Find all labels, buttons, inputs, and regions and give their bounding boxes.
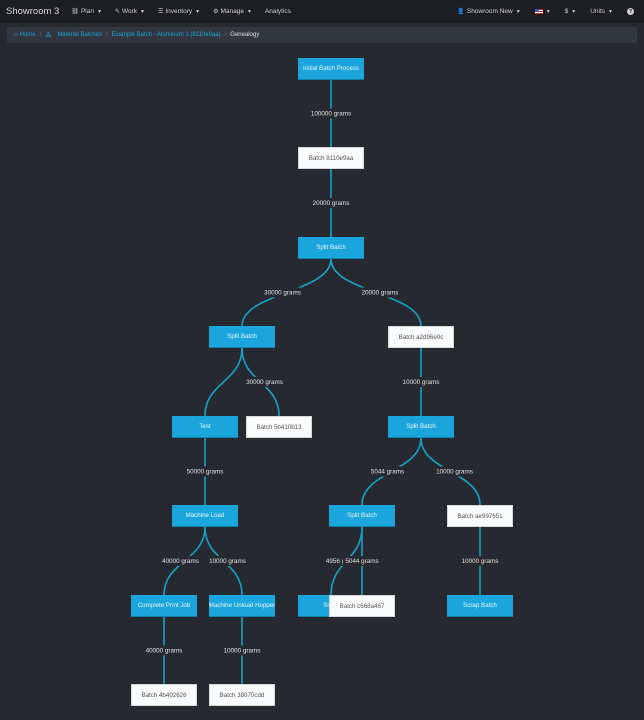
nav-analytics-label: Analytics xyxy=(264,8,291,15)
edge-quantity-label: 40000 grams xyxy=(146,648,183,655)
process-node[interactable]: Split Batch xyxy=(388,416,454,438)
caret-down-icon: ▼ xyxy=(571,8,577,15)
gear-icon: ⚙ xyxy=(213,9,219,15)
caret-down-icon: ▼ xyxy=(608,8,613,15)
edge-label-background xyxy=(184,466,226,477)
us-flag-icon xyxy=(534,9,543,14)
breadcrumb-separator: / xyxy=(106,32,108,38)
batch-node[interactable]: Batch 4b402626 xyxy=(131,684,197,706)
edge-label-background xyxy=(206,556,249,566)
user-name: Showroom New xyxy=(466,8,513,15)
process-node[interactable]: Initial Batch Process xyxy=(298,58,364,80)
process-node[interactable]: Machine Load xyxy=(172,505,238,527)
nav-plan-label: Plan xyxy=(80,8,94,15)
batch-node[interactable]: Batch a2d96e0c xyxy=(388,326,454,348)
edge-label-background xyxy=(323,556,362,566)
user-icon: 👤 xyxy=(457,9,465,15)
breadcrumb-genealogy: Genealogy xyxy=(230,32,260,38)
edge-quantity-label: 5044 grams xyxy=(345,558,378,565)
edge-quantity-label: 50000 grams xyxy=(187,469,224,476)
binoculars-icon: ⛓ xyxy=(71,9,79,15)
caret-down-icon: ▼ xyxy=(140,8,145,15)
breadcrumb-material-batches[interactable]: ⁂ Material Batches xyxy=(45,32,102,39)
breadcrumb-separator: / xyxy=(39,32,42,38)
nav-work-label: Work xyxy=(121,8,138,15)
help-button[interactable]: ? xyxy=(627,8,634,15)
breadcrumb-batch[interactable]: Example Batch - Aluminum 1 (8110e9aa) xyxy=(111,32,221,38)
edge-quantity-label: 10000 grams xyxy=(403,379,440,386)
process-node[interactable]: Scrap Batch xyxy=(447,595,513,617)
edge-quantity-label: 40000 grams xyxy=(162,558,199,565)
breadcrumb: ⌂ Home / ⁂ Material Batches / Example Ba… xyxy=(7,27,637,43)
nav-manage-label: Manage xyxy=(220,8,244,15)
edge-quantity-label: 30000 grams xyxy=(246,379,283,386)
caret-down-icon: ▼ xyxy=(545,8,551,15)
edge-label-background xyxy=(159,556,202,566)
batch-node[interactable]: Batch 8110e9aa xyxy=(298,147,364,169)
user-menu[interactable]: 👤 Showroom New ▼ xyxy=(457,8,520,15)
edge-quantity-label: 10000 grams xyxy=(436,469,473,476)
units-menu[interactable]: Units ▼ xyxy=(590,8,613,15)
help-icon: ? xyxy=(627,8,634,15)
nav-inventory[interactable]: ☰ Inventory ▼ xyxy=(158,8,200,15)
currency-menu[interactable]: $ ▼ xyxy=(565,8,577,15)
process-node[interactable]: Complete Print Job xyxy=(131,595,197,617)
edge-label-background xyxy=(143,645,185,656)
edge-label-background xyxy=(261,287,304,298)
edge-quantity-label: 4956 grams xyxy=(326,558,359,565)
edge-label-background xyxy=(243,377,286,387)
edge-label-background xyxy=(433,466,476,477)
edge-label-background xyxy=(359,287,401,298)
edge-label-background xyxy=(221,645,263,656)
edge-quantity-label: 10000 grams xyxy=(462,558,499,565)
list-icon: ☰ xyxy=(157,9,164,15)
nav-plan[interactable]: ⛓ Plan ▼ xyxy=(71,8,102,15)
caret-down-icon: ▼ xyxy=(195,8,201,15)
edge-quantity-label: 5044 grams xyxy=(371,469,404,476)
edge-quantity-label: 10000 grams xyxy=(209,558,246,565)
nav-inventory-label: Inventory xyxy=(165,8,193,15)
edge-quantity-label: 30000 grams xyxy=(264,290,301,297)
process-node[interactable]: Test xyxy=(172,416,238,438)
units-label: Units xyxy=(590,8,606,15)
edge-label-background xyxy=(368,466,407,477)
currency-label: $ xyxy=(564,8,569,15)
batch-node[interactable]: Batch 38070cdd xyxy=(209,684,275,706)
home-icon: ⌂ xyxy=(14,32,18,38)
navbar-right: 👤 Showroom New ▼ ▼ $ ▼ Units ▼ ? xyxy=(457,8,644,15)
batch-node[interactable]: Batch ae997651 xyxy=(447,505,513,527)
edge-quantity-label: 10000 grams xyxy=(224,648,261,655)
edge-n4-n6 xyxy=(204,347,243,417)
nav-work[interactable]: ✎ Work ▼ xyxy=(115,8,145,15)
caret-down-icon: ▼ xyxy=(96,8,102,15)
edge-quantity-label: 100000 grams xyxy=(311,111,351,118)
edge-label-background xyxy=(343,556,381,566)
process-node[interactable]: Split Batch xyxy=(329,505,395,527)
edge-quantity-label: 20000 grams xyxy=(362,290,399,297)
process-node[interactable]: Split Batch xyxy=(298,237,364,259)
edge-quantity-label: 20000 grams xyxy=(313,200,350,207)
edge-label-background xyxy=(308,108,354,119)
edge-label-background xyxy=(310,198,352,208)
breadcrumb-home[interactable]: ⌂ Home xyxy=(14,32,36,38)
batch-node[interactable]: Batch c668a467 xyxy=(329,595,395,617)
process-node[interactable]: Machine Unload Hopper xyxy=(209,595,275,617)
caret-down-icon: ▼ xyxy=(515,8,521,15)
edge-label-background xyxy=(459,556,501,566)
nav-analytics[interactable]: Analytics xyxy=(265,8,291,15)
batch-node[interactable]: Batch 5b410b13 xyxy=(246,416,312,438)
wrench-icon: ✎ xyxy=(114,9,120,15)
process-node[interactable]: Split Batch xyxy=(209,326,275,348)
language-menu[interactable]: ▼ xyxy=(534,8,551,15)
breadcrumb-material-batches-label: Material Batches xyxy=(57,32,102,38)
breadcrumb-separator: / xyxy=(224,32,227,38)
top-navbar: Showroom 3 ⛓ Plan ▼ ✎ Work ▼ ☰ Inventory… xyxy=(0,0,644,23)
brand-logo[interactable]: Showroom 3 xyxy=(6,6,60,17)
nav-manage[interactable]: ⚙ Manage ▼ xyxy=(213,8,252,15)
breadcrumb-home-label: Home xyxy=(19,32,36,38)
edge-label-background xyxy=(400,377,442,387)
caret-down-icon: ▼ xyxy=(246,8,252,15)
cubes-icon: ⁂ xyxy=(45,32,52,39)
